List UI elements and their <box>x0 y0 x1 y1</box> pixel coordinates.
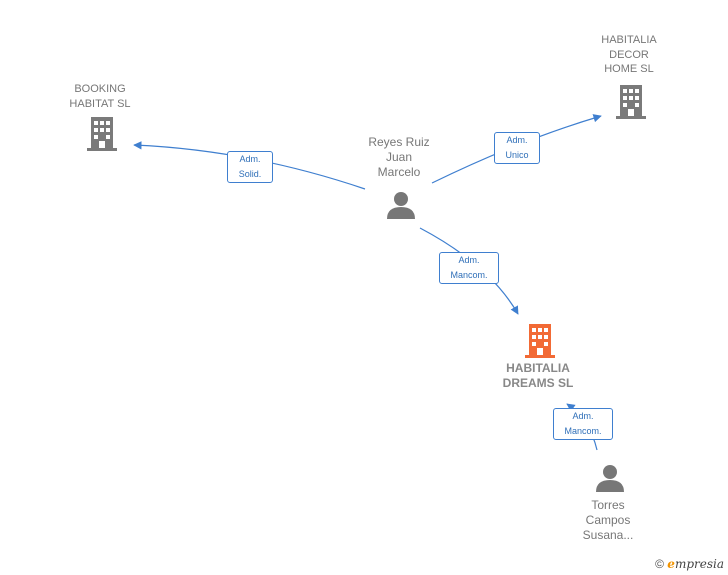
person-icon[interactable] <box>387 192 415 219</box>
node-label-booking[interactable]: BOOKING HABITAT SL <box>69 83 131 110</box>
copyright-icon: © <box>655 557 664 571</box>
edge-label-torres-dreams: Adm. Mancom. <box>553 408 613 440</box>
building-icon[interactable] <box>87 117 117 151</box>
edge-label-reyes-booking: Adm. Solid. <box>227 151 273 183</box>
building-focus-icon[interactable] <box>525 324 555 358</box>
building-icon[interactable] <box>616 85 646 119</box>
node-label-dreams[interactable]: HABITALIA DREAMS SL <box>502 361 574 390</box>
node-label-decor[interactable]: HABITALIA DECOR HOME SL <box>601 34 657 75</box>
brand-logo: empresia <box>667 557 724 571</box>
edge-label-reyes-dreams: Adm. Mancom. <box>439 252 499 284</box>
footer-brand: © empresia <box>655 557 724 571</box>
edge-label-reyes-decor: Adm. Unico <box>494 132 540 164</box>
node-label-reyes[interactable]: Reyes Ruiz Juan Marcelo <box>368 135 430 179</box>
node-label-torres[interactable]: Torres Campos Susana... <box>582 498 634 542</box>
person-icon[interactable] <box>596 465 624 492</box>
